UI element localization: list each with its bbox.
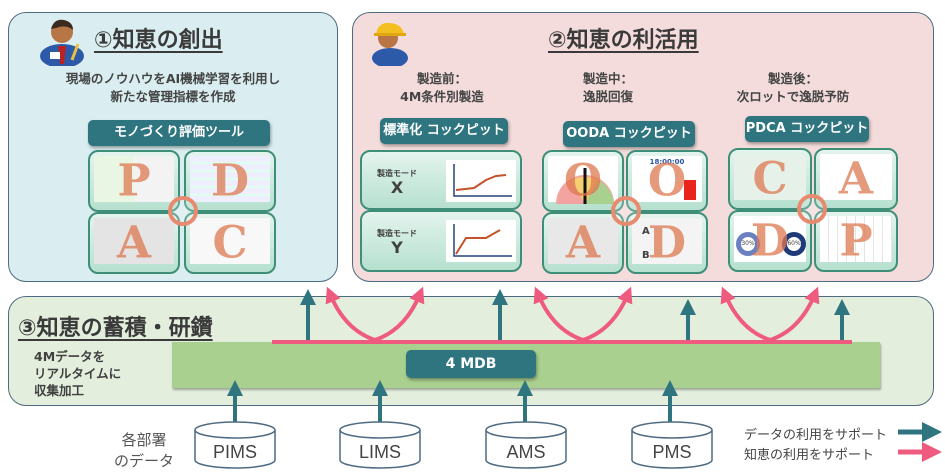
tile-a[interactable]: A: [88, 212, 180, 274]
db-lims[interactable]: LIMS: [340, 430, 420, 472]
tile-letter: A: [838, 153, 874, 205]
ooda-tile-act[interactable]: A: [542, 212, 624, 274]
donut-from: 30%: [736, 232, 760, 256]
mdb-button[interactable]: 4 MDB: [406, 350, 536, 378]
phase-subheading: 次ロットで逸脱予防: [736, 89, 850, 104]
clock-readout: 18:00:00: [649, 158, 685, 166]
ooda-tile-orient[interactable]: 18:00:00 O: [626, 150, 708, 212]
db-pms[interactable]: PMS: [632, 430, 712, 472]
phase-subheading: 逸脱回復: [582, 89, 633, 104]
cycle-icon: [611, 196, 641, 226]
tile-letter: O: [647, 155, 687, 207]
tile-d[interactable]: D: [184, 150, 276, 212]
mode-label: 製造モード: [377, 169, 417, 178]
section3-description: 4Mデータを リアルタイムに 収集加工: [34, 348, 121, 399]
mode-value: Y: [391, 238, 403, 257]
tile-letter: O: [563, 155, 603, 207]
section3-desc-line1: 4Mデータを: [34, 349, 106, 364]
phase-heading: 製造前：: [416, 71, 467, 86]
wisdom-arrow: [769, 286, 820, 342]
cycle-icon: [797, 194, 827, 224]
wisdom-arrow: [533, 286, 584, 342]
mode-value: X: [390, 178, 404, 197]
phase-heading: 製造中：: [582, 71, 633, 86]
cycle-icon: [168, 196, 198, 226]
db-label: PMS: [652, 442, 692, 462]
db-pims[interactable]: PIMS: [195, 430, 275, 472]
sources-label-line2: のデータ: [114, 452, 175, 470]
db-label: AMS: [506, 442, 546, 462]
bar-icon: [684, 180, 696, 200]
wisdom-arrow: [720, 286, 771, 342]
wisdom-arrow: [582, 286, 633, 342]
worker-helmet-icon: [372, 22, 408, 66]
sources-label: 各部署 のデータ: [114, 430, 174, 472]
wisdom-arrow: [325, 286, 376, 342]
tile-letter: C: [212, 217, 248, 269]
section1-title: ①知恵の創出: [94, 28, 223, 53]
mode-y-chart: [446, 220, 516, 262]
mode-y-tile[interactable]: 製造モード Y: [360, 210, 522, 272]
mode-x-chart: [446, 160, 516, 202]
phase-heading: 製造後：: [767, 71, 818, 86]
pdca-tile-check[interactable]: C: [728, 148, 812, 210]
matrix-row-b: B: [642, 250, 650, 261]
tile-letter: D: [210, 155, 250, 207]
donut-to: 60%: [782, 232, 806, 256]
mode-x-tile[interactable]: 製造モード X: [360, 150, 522, 210]
db-label: PIMS: [212, 442, 257, 462]
tile-p[interactable]: P: [88, 150, 180, 212]
tile-letter: A: [116, 217, 152, 269]
pdca-tile-act[interactable]: A: [814, 148, 898, 210]
section1-description: 現場のノウハウをAI機械学習を利用し 新たな管理指標を作成: [8, 70, 338, 106]
legend-data-support: データの利用をサポート: [744, 428, 888, 443]
mode-label: 製造モード: [377, 229, 417, 238]
sources-label-line1: 各部署: [121, 431, 167, 449]
phase-subheading: 4M条件別製造: [400, 89, 484, 104]
monozukuri-tool-button[interactable]: モノづくり評価ツール: [88, 120, 270, 146]
phase-after: 製造後： 次ロットで逸脱予防: [718, 70, 868, 106]
gauge-icon: [556, 168, 614, 204]
ooda-tile-observe[interactable]: O: [542, 150, 624, 212]
ooda-tile-decide[interactable]: A B D: [626, 212, 708, 274]
tile-letter: A: [565, 217, 601, 269]
section3-desc-line3: 収集加工: [34, 383, 85, 398]
standardization-cockpit-button[interactable]: 標準化 コックピット: [380, 118, 508, 144]
tile-c[interactable]: C: [184, 212, 276, 274]
section2-title: ②知恵の利活用: [548, 28, 699, 53]
tile-letter: C: [752, 153, 788, 205]
section1-desc-line2: 新たな管理指標を作成: [110, 89, 236, 104]
db-label: LIMS: [358, 442, 401, 462]
phase-during: 製造中： 逸脱回復: [548, 70, 668, 106]
pdca-tile-do[interactable]: 30% 60% D: [728, 210, 812, 272]
db-ams[interactable]: AMS: [486, 430, 566, 472]
legend-wisdom-support: 知恵の利用をサポート: [744, 448, 875, 463]
tile-letter: P: [117, 155, 151, 207]
section3-title: ③知恵の蓄積・研鑽: [18, 316, 213, 341]
ooda-cockpit-button[interactable]: OODA コックピット: [563, 121, 695, 147]
section3-desc-line2: リアルタイムに: [34, 366, 122, 381]
phase-before: 製造前： 4M条件別製造: [372, 70, 512, 106]
section1-desc-line1: 現場のノウハウをAI機械学習を利用し: [65, 71, 281, 86]
tile-letter: D: [750, 215, 790, 267]
matrix-row-a: A: [642, 226, 650, 237]
wisdom-arrow: [374, 286, 425, 342]
pdca-tile-plan[interactable]: P: [814, 210, 898, 272]
tile-letter: D: [647, 217, 687, 269]
businessman-icon: [40, 19, 84, 66]
pdca-cockpit-button[interactable]: PDCA コックピット: [745, 116, 869, 142]
tile-letter: P: [839, 215, 873, 267]
